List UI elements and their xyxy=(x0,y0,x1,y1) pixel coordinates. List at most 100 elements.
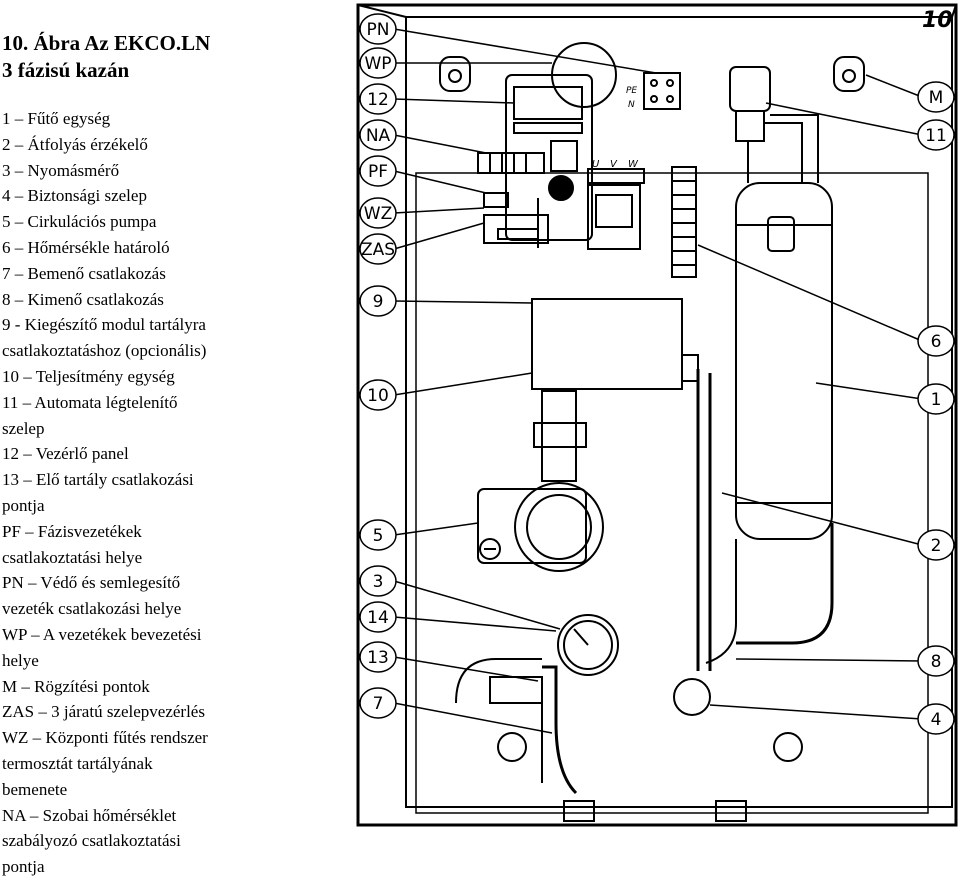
callout-label: WZ xyxy=(364,204,392,224)
callout-label: 11 xyxy=(925,126,947,146)
callout-marker: 5 xyxy=(359,519,397,551)
figure-title-line: 3 fázisú kazán xyxy=(2,58,130,82)
callout-label: 8 xyxy=(931,652,942,672)
pressure-gauge xyxy=(557,614,619,676)
callout-marker: 9 xyxy=(359,285,397,317)
phase-label-w: W xyxy=(628,159,639,170)
legend-item: termosztát tartályának xyxy=(2,753,153,773)
figure-title: 10. Ábra Az EKCO.LN 3 fázisú kazán xyxy=(2,30,352,84)
callout-marker: 4 xyxy=(917,703,955,735)
heating-tank xyxy=(735,182,833,540)
legend-item: WP – A vezetékek bevezetési xyxy=(2,624,202,644)
callout-marker: PN xyxy=(359,13,397,45)
callout-marker: M xyxy=(917,81,955,113)
legend-item: szabályozó csatlakoztatási xyxy=(2,831,181,851)
callout-circle xyxy=(359,601,397,633)
legend-item: bemenete xyxy=(2,779,68,799)
callout-label: 12 xyxy=(367,90,389,110)
callout-circle xyxy=(359,83,397,115)
callout-marker: WZ xyxy=(359,197,397,229)
callout-marker: 3 xyxy=(359,565,397,597)
legend-item: szelep xyxy=(2,418,45,438)
callout-circle xyxy=(359,13,397,45)
mounting-point-right xyxy=(833,56,865,92)
callout-marker: WP xyxy=(359,47,397,79)
callout-label: PF xyxy=(368,162,388,182)
callout-marker: NA xyxy=(359,119,397,151)
callout-circle xyxy=(359,155,397,187)
callout-label: 2 xyxy=(931,536,942,556)
legend-item: WZ – Központi fűtés rendszer xyxy=(2,728,208,748)
callout-circle xyxy=(359,197,397,229)
legend-item: 10 – Teljesítmény egység xyxy=(2,366,175,386)
boiler-drawing: 10 PE N U V W PNWP12NAPFWZZAS9105314137 … xyxy=(356,3,958,827)
pe-n-terminal xyxy=(643,72,681,110)
legend-item: csatlakoztatáshoz (opcionális) xyxy=(2,341,207,361)
legend-item: M – Rögzítési pontok xyxy=(2,676,150,696)
legend-item: 6 – Hőmérsékle határoló xyxy=(2,237,170,257)
legend-item: 12 – Vezérlő panel xyxy=(2,444,129,464)
callout-marker: 1 xyxy=(917,383,955,415)
callout-marker: 10 xyxy=(359,379,397,411)
callout-circle xyxy=(359,565,397,597)
callout-label: M xyxy=(929,88,944,108)
legend-item: ZAS – 3 járatú szelepvezérlés xyxy=(2,702,205,722)
legend-item: 1 – Fűtő egység xyxy=(2,109,111,128)
callout-label: 4 xyxy=(931,710,942,730)
n-label: N xyxy=(628,100,635,110)
callout-label: 7 xyxy=(373,694,384,714)
callout-circle xyxy=(359,285,397,317)
legend-item: helye xyxy=(2,650,39,670)
figure-number: 10 xyxy=(922,8,953,33)
zas-terminal xyxy=(483,214,549,244)
callout-circle xyxy=(917,325,955,357)
phase-label-v: V xyxy=(610,159,618,170)
legend-item: 5 – Cirkulációs pumpa xyxy=(2,212,157,232)
callout-marker: 14 xyxy=(359,601,397,633)
callout-label: 6 xyxy=(931,332,942,352)
callout-circle xyxy=(359,379,397,411)
callout-marker: PF xyxy=(359,155,397,187)
power-unit xyxy=(531,298,683,390)
legend-item: pontja xyxy=(2,495,45,515)
inlet-connection xyxy=(563,800,595,822)
callout-marker: 8 xyxy=(917,645,955,677)
flow-valve xyxy=(541,390,577,482)
legend-panel: 10. Ábra Az EKCO.LN 3 fázisú kazán 1 – F… xyxy=(2,30,352,880)
terminal-block xyxy=(671,166,697,278)
callout-label: 5 xyxy=(373,526,384,546)
callout-circle xyxy=(359,119,397,151)
phase-label-u: U xyxy=(592,159,600,170)
callout-label: 9 xyxy=(373,292,384,312)
callout-label: PN xyxy=(367,20,390,40)
legend-item: vezeték csatlakozási helye xyxy=(2,599,182,619)
outer-frame xyxy=(356,3,958,827)
legend-item: 8 – Kimenő csatlakozás xyxy=(2,289,164,309)
callout-circle xyxy=(359,641,397,673)
callout-marker: 2 xyxy=(917,529,955,561)
callout-circle xyxy=(917,529,955,561)
legend-item: 7 – Bemenő csatlakozás xyxy=(2,263,166,283)
callout-marker: 7 xyxy=(359,687,397,719)
callout-circle xyxy=(917,81,955,113)
outlet-connection xyxy=(715,800,747,822)
circulation-pump xyxy=(477,482,604,572)
contactor xyxy=(587,168,645,250)
callout-marker: 6 xyxy=(917,325,955,357)
callout-circle xyxy=(917,383,955,415)
inner-frame xyxy=(405,16,953,808)
wz-terminal xyxy=(483,192,509,208)
callout-label: WP xyxy=(364,54,391,74)
safety-valve xyxy=(673,678,711,716)
legend-item: 9 - Kiegészítő modul tartályra xyxy=(2,315,206,335)
callout-marker: 12 xyxy=(359,83,397,115)
legend-item: 3 – Nyomásmérő xyxy=(2,160,120,180)
callout-circle xyxy=(359,47,397,79)
figure-title-line: 10. Ábra Az EKCO.LN xyxy=(2,31,211,55)
callout-label: ZAS xyxy=(361,240,395,260)
room-thermostat-terminal xyxy=(477,152,545,174)
callout-label: 10 xyxy=(367,386,389,406)
callout-circle xyxy=(917,703,955,735)
